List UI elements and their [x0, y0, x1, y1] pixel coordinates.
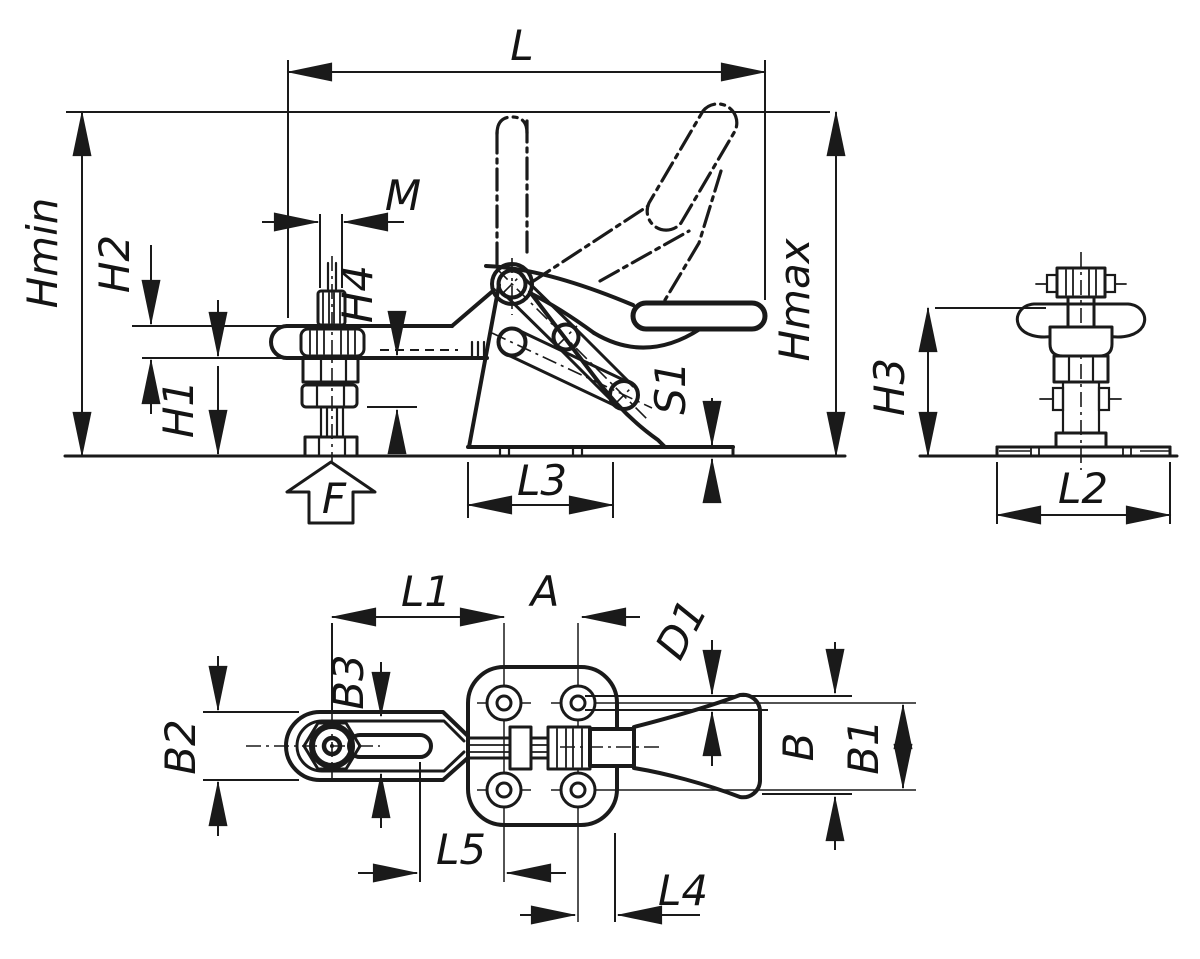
dim-label-l: L — [510, 21, 533, 70]
dim-b: B — [762, 642, 852, 850]
dim-h3: H3 — [865, 306, 1046, 458]
spindle-rod-plan — [466, 725, 660, 771]
dim-label-hmax: Hmax — [770, 237, 819, 361]
dim-label-b: B — [774, 733, 823, 762]
dim-h4: H4 — [333, 265, 458, 455]
dim-label-l3: L3 — [517, 456, 567, 505]
dim-label-h1: H1 — [154, 380, 203, 438]
dim-label-b2: B2 — [156, 719, 205, 775]
clamp-arm-plan — [284, 710, 472, 782]
dim-m: M — [262, 171, 421, 288]
arm-hub-front — [1048, 325, 1114, 358]
dim-h1: H1 — [154, 300, 228, 456]
dim-label-h4: H4 — [333, 265, 382, 323]
force-label-f: F — [322, 474, 347, 523]
rod-hex-nut — [546, 725, 592, 771]
mounting-hole — [485, 771, 523, 809]
handle-closed — [484, 264, 768, 350]
mounting-plate-plan — [466, 623, 916, 922]
base-plate-side — [466, 445, 735, 458]
dim-hmax: Hmax — [770, 110, 846, 458]
dim-b1: B1 — [839, 703, 913, 790]
dim-label-b3: B3 — [324, 654, 373, 710]
mid-pivot-pin — [551, 322, 581, 352]
dim-b2: B2 — [156, 656, 299, 836]
mounting-hole — [559, 771, 597, 809]
dim-label-l4: L4 — [658, 866, 708, 915]
lock-nut — [300, 383, 359, 409]
dim-l4: L4 — [520, 833, 708, 925]
foot-hex-nut — [303, 435, 359, 458]
handle-grip-closed — [630, 300, 768, 332]
mounting-hole — [559, 684, 597, 722]
dim-l3: L3 — [466, 456, 615, 518]
dim-b3: B3 — [324, 654, 391, 828]
dim-label-l1: L1 — [401, 567, 451, 616]
dim-label-h2: H2 — [90, 235, 139, 293]
dim-label-b1: B1 — [839, 719, 888, 775]
base-plate-front — [995, 445, 1172, 458]
dim-l2: L2 — [995, 462, 1172, 525]
mounting-hole — [485, 684, 523, 722]
dim-h2: H2 — [90, 235, 161, 414]
dim-l: L — [286, 21, 767, 318]
hex-nut-plan — [302, 721, 362, 771]
dim-label-d1: D1 — [646, 592, 717, 667]
dim-label-s1: S1 — [646, 361, 695, 414]
dim-l1: L1 — [330, 567, 506, 710]
dim-label-m: M — [385, 171, 421, 220]
arm-slot — [347, 733, 433, 759]
spindle-front — [1015, 252, 1147, 470]
handle-plan — [632, 692, 762, 800]
dim-label-hmin: Hmin — [18, 198, 67, 309]
dim-a: A — [528, 567, 640, 627]
plan-view: L1 A D1 B3 B2 — [156, 567, 916, 925]
dim-hmin: Hmin — [18, 110, 92, 458]
clamp-arm-side — [132, 288, 496, 360]
rod-nut — [508, 725, 533, 771]
dim-label-a: A — [528, 567, 560, 616]
dim-label-h3: H3 — [865, 358, 914, 416]
clamp-arm-front-wings — [1015, 302, 1147, 339]
force-arrow-f: F — [285, 460, 377, 525]
dim-label-l2: L2 — [1058, 464, 1108, 513]
handle-grip-open — [645, 102, 739, 232]
dim-s1: S1 — [646, 361, 722, 504]
knurled-head — [316, 289, 347, 327]
thread-bushing — [299, 327, 366, 358]
force-arrow-icon — [285, 460, 377, 525]
front-view: H3 L2 — [865, 252, 1179, 525]
side-view: L Hmin Hmax M H2 — [18, 21, 847, 525]
hex-nut-upper — [301, 356, 360, 384]
spindle-assembly — [299, 256, 366, 462]
dim-label-l5: L5 — [436, 825, 486, 874]
dim-l5: L5 — [358, 762, 566, 883]
hex-nut-front — [1052, 354, 1110, 384]
